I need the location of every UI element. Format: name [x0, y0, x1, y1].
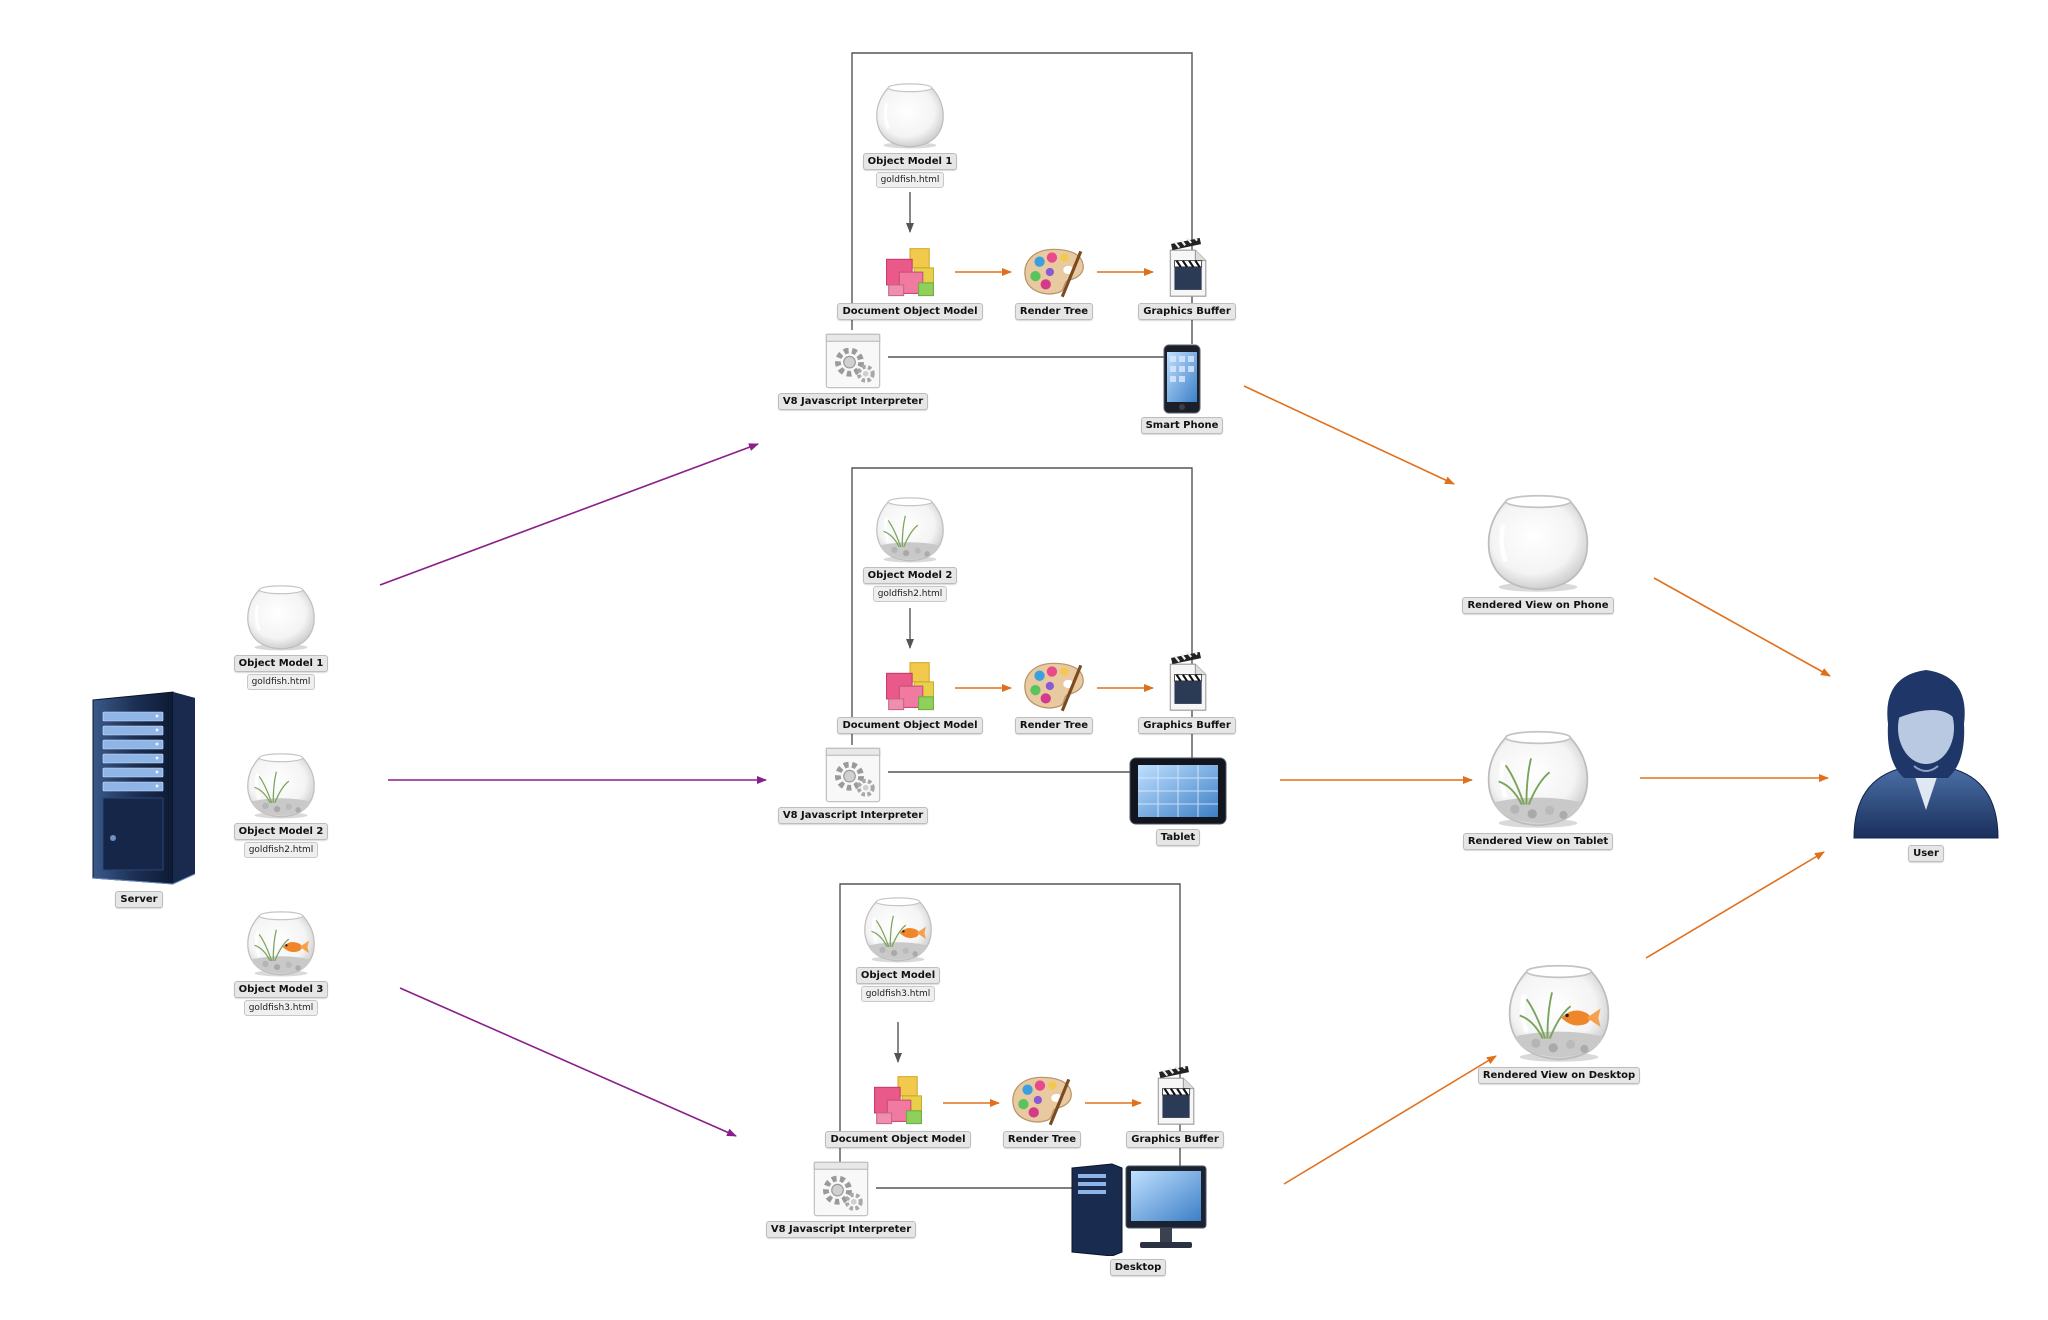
source-model-2: Object Model 2 goldfish2.html — [233, 750, 329, 858]
rendered-view-desktop-label: Rendered View on Desktop — [1477, 1067, 1641, 1084]
tablet-icon — [1129, 757, 1227, 825]
rendered-view-tablet: Rendered View on Tablet — [1462, 726, 1614, 850]
pipeline-3-device-label: Desktop — [1109, 1259, 1167, 1276]
pipeline-frame-phone — [851, 52, 1193, 358]
pipeline-2-render-label: Render Tree — [1014, 717, 1094, 734]
rendered-view-phone: Rendered View on Phone — [1462, 490, 1614, 614]
goldfish-bowl-icon — [242, 908, 320, 978]
pipeline-1-device: Smart Phone — [1140, 344, 1224, 434]
pipeline-3-buffer: Graphics Buffer — [1126, 1066, 1224, 1148]
pipeline-1-buffer-label: Graphics Buffer — [1138, 303, 1236, 320]
pipeline-2-device-label: Tablet — [1155, 829, 1201, 846]
source-model-1-file: goldfish.html — [246, 674, 316, 690]
pipeline-3-render: Render Tree — [1002, 1072, 1082, 1148]
arrow-desktopview-to-user — [1645, 851, 1825, 959]
pipeline-2-interpreter-label: V8 Javascript Interpreter — [777, 807, 929, 824]
empty-fishbowl-icon — [1480, 490, 1596, 594]
smartphone-icon — [1163, 344, 1201, 414]
goldfish-bowl-icon — [1501, 960, 1617, 1064]
server-tower-icon — [92, 691, 196, 885]
user-node: User — [1846, 662, 2006, 862]
paint-palette-icon — [1023, 661, 1085, 713]
clapperboard-icon — [1169, 652, 1207, 712]
pipeline-2-dom: Document Object Model — [837, 654, 983, 734]
pipeline-1-device-label: Smart Phone — [1140, 417, 1224, 434]
gear-window-icon — [824, 332, 882, 390]
arrow-server-to-desktop — [399, 987, 737, 1137]
source-model-2-file: goldfish2.html — [243, 842, 319, 858]
arrow-phoneview-to-user — [1653, 577, 1831, 677]
pipeline-2-model: Object Model 2 goldfish2.html — [862, 494, 958, 602]
pipeline-2-interpreter: V8 Javascript Interpreter — [777, 746, 929, 824]
user-avatar-icon — [1853, 670, 1999, 839]
rendered-view-phone-label: Rendered View on Phone — [1462, 597, 1614, 614]
clapperboard-icon — [1157, 1066, 1195, 1126]
pipeline-1-model-file: goldfish.html — [875, 172, 945, 188]
arrow-phone-to-view — [1243, 385, 1455, 485]
pipeline-1-render: Render Tree — [1014, 244, 1094, 320]
pipeline-frame-desktop — [839, 883, 1181, 1189]
user-label: User — [1908, 845, 1944, 862]
plant-fishbowl-icon — [1480, 726, 1596, 830]
pipeline-3-interpreter-label: V8 Javascript Interpreter — [765, 1221, 917, 1238]
pipeline-1-buffer: Graphics Buffer — [1138, 238, 1236, 320]
pipeline-2-model-label: Object Model 2 — [862, 567, 958, 584]
pipeline-3-model-label: Object Model — [855, 967, 941, 984]
source-model-3-file: goldfish3.html — [243, 1000, 319, 1016]
source-model-3-label: Object Model 3 — [233, 981, 329, 998]
pipeline-2-buffer-label: Graphics Buffer — [1138, 717, 1236, 734]
empty-fishbowl-icon — [246, 584, 316, 652]
pipeline-3-buffer-label: Graphics Buffer — [1126, 1131, 1224, 1148]
pipeline-3-model-file: goldfish3.html — [860, 986, 936, 1002]
pipeline-frame-tablet — [851, 467, 1193, 773]
pipeline-1-dom: Document Object Model — [837, 240, 983, 320]
plant-fishbowl-icon — [242, 750, 320, 820]
pipeline-3-device: Desktop — [1068, 1162, 1208, 1276]
desktop-computer-icon — [1071, 1163, 1207, 1256]
pipeline-3-dom-label: Document Object Model — [825, 1131, 971, 1148]
dom-blocks-icon — [885, 662, 935, 711]
pipeline-3-interpreter: V8 Javascript Interpreter — [765, 1160, 917, 1238]
source-model-2-label: Object Model 2 — [233, 823, 329, 840]
source-model-1-label: Object Model 1 — [233, 655, 329, 672]
server-label: Server — [115, 891, 163, 908]
gear-window-icon — [824, 746, 882, 804]
clapperboard-icon — [1169, 238, 1207, 298]
pipeline-1-dom-label: Document Object Model — [837, 303, 983, 320]
arrow-desktop-to-view — [1283, 1055, 1497, 1185]
rendered-view-desktop: Rendered View on Desktop — [1477, 960, 1641, 1084]
pipeline-2-device: Tablet — [1126, 756, 1230, 846]
gear-window-icon — [812, 1160, 870, 1218]
goldfish-bowl-icon — [859, 894, 937, 964]
pipeline-3-render-label: Render Tree — [1002, 1131, 1082, 1148]
pipeline-1-render-label: Render Tree — [1014, 303, 1094, 320]
server-node: Server — [74, 688, 204, 908]
source-model-1: Object Model 1 goldfish.html — [233, 582, 329, 690]
dom-blocks-icon — [873, 1076, 923, 1125]
rendered-view-tablet-label: Rendered View on Tablet — [1462, 833, 1614, 850]
source-model-3: Object Model 3 goldfish3.html — [233, 908, 329, 1016]
pipeline-1-model: Object Model 1 goldfish.html — [862, 80, 958, 188]
paint-palette-icon — [1023, 247, 1085, 299]
pipeline-2-buffer: Graphics Buffer — [1138, 652, 1236, 734]
dom-blocks-icon — [885, 248, 935, 297]
empty-fishbowl-icon — [875, 82, 945, 150]
pipeline-2-render: Render Tree — [1014, 658, 1094, 734]
pipeline-3-model: Object Model goldfish3.html — [852, 894, 944, 1002]
pipeline-1-interpreter-label: V8 Javascript Interpreter — [777, 393, 929, 410]
pipeline-2-model-file: goldfish2.html — [872, 586, 948, 602]
pipeline-1-model-label: Object Model 1 — [862, 153, 958, 170]
pipeline-3-dom: Document Object Model — [825, 1068, 971, 1148]
paint-palette-icon — [1011, 1075, 1073, 1127]
arrow-server-to-phone — [379, 443, 759, 586]
pipeline-2-dom-label: Document Object Model — [837, 717, 983, 734]
pipeline-1-interpreter: V8 Javascript Interpreter — [777, 332, 929, 410]
plant-fishbowl-icon — [871, 494, 949, 564]
